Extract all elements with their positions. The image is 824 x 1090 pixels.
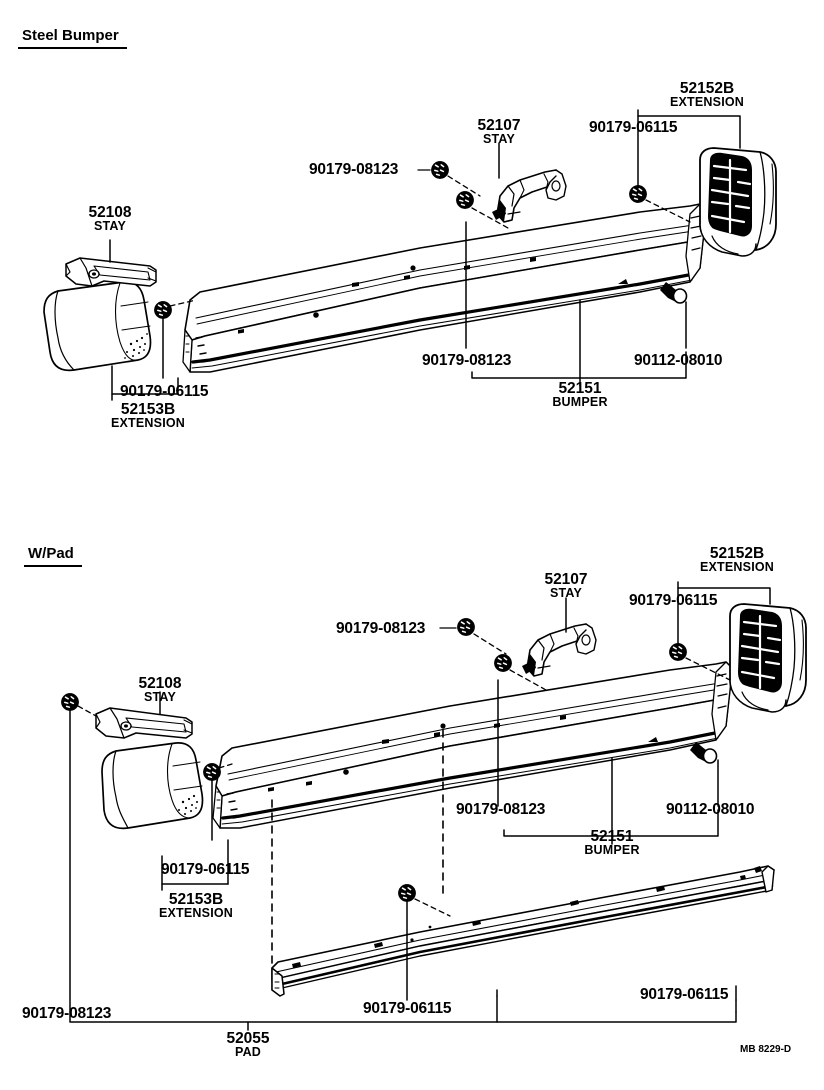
part-number: 52153B xyxy=(168,891,224,908)
part-52107-stay-center-bottom xyxy=(522,623,597,677)
part-name: STAY xyxy=(143,690,177,704)
bolt-90179-08123-bottom-b xyxy=(494,654,512,672)
w-pad-assembly xyxy=(61,581,807,1031)
bolt-90179-06115-bottom-left xyxy=(203,763,221,781)
part-number: 52151 xyxy=(590,828,634,845)
part-name: BUMPER xyxy=(584,843,640,857)
part-90112-08010-bolt-bottom xyxy=(690,742,718,764)
label-90179-08123-bumper-top: 90179-08123 xyxy=(422,352,512,369)
label-90179-06115-bottom-right: 90179-06115 xyxy=(629,592,718,609)
part-52108-stay-left-top xyxy=(65,257,157,287)
label-90179-08123-top: 90179-08123 xyxy=(309,161,399,178)
label-52152B-extension-top: 52152B EXTENSION xyxy=(669,80,745,109)
part-52107-stay-center-top xyxy=(492,169,567,223)
part-name: STAY xyxy=(93,219,127,233)
sheet-code: MB 8229-D xyxy=(740,1044,792,1055)
part-52153B-extension-left-bottom xyxy=(101,742,204,830)
label-52107-stay-top: 52107 STAY xyxy=(477,117,521,146)
part-52151-bumper-bar-bottom xyxy=(212,661,733,829)
label-90179-06115-pad-center: 90179-06115 xyxy=(363,1000,452,1017)
bolt-90179-06115-bottom-right xyxy=(669,643,687,661)
label-52151-bumper-bottom: 52151 BUMPER xyxy=(584,828,640,857)
title-underline xyxy=(24,564,82,567)
label-52153B-extension-top: 52153B EXTENSION xyxy=(110,386,186,430)
part-number: 52152B xyxy=(709,545,765,562)
part-90112-08010-bolt-top xyxy=(660,282,688,304)
label-90112-08010-top: 90112-08010 xyxy=(634,352,723,369)
label-90179-06115-bottom-left: 90179-06115 xyxy=(161,861,250,878)
steel-bumper-title-text: Steel Bumper xyxy=(22,27,119,44)
part-name: EXTENSION xyxy=(669,95,745,109)
part-name: BUMPER xyxy=(552,395,608,409)
steel-bumper-assembly xyxy=(43,109,777,401)
part-number: 52108 xyxy=(88,204,132,221)
part-52153B-extension-left-top xyxy=(43,281,152,372)
label-90179-08123-bumper-bottom: 90179-08123 xyxy=(456,801,546,818)
bolt-90179-08123-far-left xyxy=(61,693,79,711)
part-52152B-extension-right-top xyxy=(699,147,777,257)
part-52055-pad xyxy=(271,865,775,997)
label-90179-08123-bottom-top: 90179-08123 xyxy=(336,620,426,637)
label-52055-pad: 52055 PAD xyxy=(226,1030,270,1059)
section-title-steel-bumper: Steel Bumper xyxy=(18,27,127,49)
label-90179-08123-pad-left: 90179-08123 xyxy=(22,1005,112,1022)
label-90179-06115-pad-right: 90179-06115 xyxy=(640,986,729,1003)
part-number: 52107 xyxy=(544,571,588,588)
label-52151-bumper-top: 52151 BUMPER xyxy=(552,380,608,409)
bolt-90179-08123-top-a xyxy=(431,161,449,179)
part-52152B-extension-right-bottom xyxy=(729,603,807,713)
part-number: 52055 xyxy=(226,1030,270,1047)
label-90112-08010-bottom: 90112-08010 xyxy=(666,801,755,818)
part-number: 52151 xyxy=(558,380,602,397)
part-name: EXTENSION xyxy=(699,560,775,574)
w-pad-title-text: W/Pad xyxy=(28,545,74,562)
bolt-90179-08123-bottom-a xyxy=(457,618,475,636)
label-52108-stay-bottom: 52108 STAY xyxy=(138,675,182,704)
label-90179-06115-top-right: 90179-06115 xyxy=(589,119,678,136)
section-title-w-pad: W/Pad xyxy=(24,545,82,567)
part-number: 52108 xyxy=(138,675,182,692)
part-52108-stay-left-bottom xyxy=(95,707,193,739)
label-52107-stay-bottom: 52107 STAY xyxy=(544,571,588,600)
label-90179-06115-top-left: 90179-06115 xyxy=(120,383,209,400)
label-52108-stay-top: 52108 STAY xyxy=(88,204,132,233)
label-52152B-extension-bottom: 52152B EXTENSION xyxy=(699,545,775,574)
part-name: STAY xyxy=(549,586,583,600)
bolt-90179-06115-top-right xyxy=(629,185,647,203)
part-number: 52152B xyxy=(679,80,735,97)
label-52153B-extension-bottom: 52153B EXTENSION xyxy=(158,876,234,920)
bolt-90179-08123-top-b xyxy=(456,191,474,209)
part-52151-bumper-bar-top xyxy=(182,203,707,373)
part-number: 52153B xyxy=(120,401,176,418)
part-number: 52107 xyxy=(477,117,521,134)
part-name: STAY xyxy=(482,132,516,146)
bolt-90179-06115-pad xyxy=(398,884,416,902)
title-underline xyxy=(18,46,127,49)
part-name: EXTENSION xyxy=(110,416,186,430)
part-name: PAD xyxy=(234,1045,262,1059)
part-name: EXTENSION xyxy=(158,906,234,920)
bolt-90179-06115-top-left xyxy=(154,301,172,319)
